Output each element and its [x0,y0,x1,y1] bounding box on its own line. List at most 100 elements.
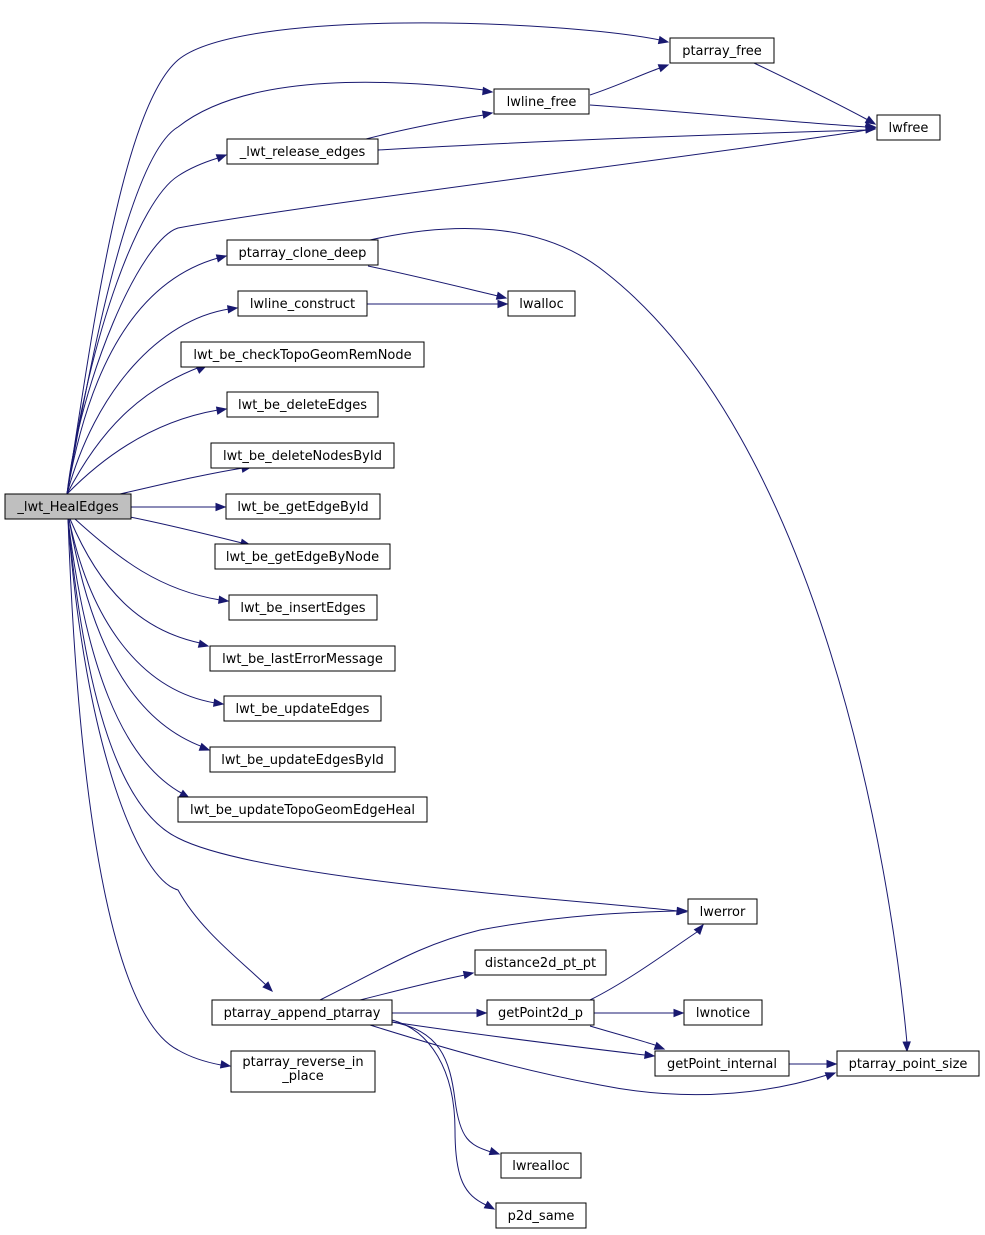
node-label: _place [281,1069,323,1084]
node-lastError[interactable]: lwt_be_lastErrorMessage [209,645,396,672]
arrowhead-icon [218,595,230,604]
node-box [669,37,775,64]
arrowhead-icon [497,299,509,309]
call-edge-heal-to-ptarray_free [66,22,670,495]
node-getEdgeByNode[interactable]: lwt_be_getEdgeByNode [214,543,391,570]
node-lwalloc[interactable]: lwalloc [507,290,576,317]
node-lwline-construct[interactable]: lwline_construct [237,290,368,317]
edge-line [66,22,661,495]
node-lwerror[interactable]: lwerror [687,898,758,925]
arrowhead-icon [673,1008,685,1018]
edge-line [589,1025,659,1047]
arrowhead-icon [482,86,494,96]
arrowhead-icon [481,110,494,119]
node-box [210,442,395,469]
node-label: ptarray_append_ptarray [224,1006,381,1021]
node-box [228,594,378,621]
edge-line [66,409,219,495]
node-label: p2d_same [508,1209,575,1224]
node-deleteEdges[interactable]: lwt_be_deleteEdges [226,391,379,418]
call-edge-heal-to-release_edges [66,154,228,495]
arrowhead-icon [215,154,228,163]
edge-line [66,308,230,495]
edge-line [67,518,184,795]
call-edge-heal-to-insertEdges [74,518,230,604]
node-label: lwrealloc [512,1159,570,1174]
call-edge-heal-to-lwline_construct [66,305,239,495]
edge-line [391,1019,487,1206]
node-distance2d[interactable]: distance2d_pt_pt [474,949,607,976]
node-box [495,1202,587,1229]
call-edge-heal-to-append [67,518,273,992]
node-getPoint2d-p[interactable]: getPoint2d_p [486,999,595,1026]
node-label: _lwt_release_edges [239,145,366,160]
node-label: ptarray_point_size [849,1057,968,1072]
edge-line [66,366,201,495]
node-box [687,898,758,925]
call-edge-append-to-distance2d [359,970,475,1001]
node-box [836,1050,980,1077]
node-checkTopo[interactable]: lwt_be_checkTopoGeomRemNode [180,341,425,368]
node-updateEdgesById[interactable]: lwt_be_updateEdgesById [209,746,396,773]
node-release-edges[interactable]: _lwt_release_edges [226,138,379,165]
arrowhead-icon [198,742,211,751]
node-ptarray-free[interactable]: ptarray_free [669,37,775,64]
node-clone-deep[interactable]: ptarray_clone_deep [226,239,379,266]
arrowhead-icon [644,1050,656,1060]
arrowhead-icon [488,1147,501,1156]
node-updateTopo[interactable]: lwt_be_updateTopoGeomEdgeHeal [177,796,428,823]
node-lwfree[interactable]: lwfree [876,114,941,141]
edge-line [369,1024,828,1096]
node-label: lwt_be_updateEdges [236,702,370,717]
arrowhead-icon [219,1060,232,1069]
node-label: getPoint_internal [667,1057,777,1072]
node-insertEdges[interactable]: lwt_be_insertEdges [228,594,378,621]
arrowhead-icon [215,254,228,263]
node-append[interactable]: ptarray_append_ptarray [211,999,393,1026]
node-reverse[interactable]: ptarray_reverse_in_place [230,1050,376,1093]
node-box [876,114,941,141]
node-deleteNodes[interactable]: lwt_be_deleteNodesById [210,442,395,469]
call-edge-clone_deep-to-lwalloc [367,265,508,300]
node-label: lwt_be_deleteEdges [238,398,367,413]
node-label: lwnotice [696,1006,750,1021]
node-label: lwt_be_deleteNodesById [223,449,382,464]
node-label: lwt_be_lastErrorMessage [222,652,383,667]
edge-line [67,518,267,986]
node-label: ptarray_clone_deep [239,246,367,261]
call-edge-clone_deep-to-point_size [369,228,911,1053]
call-edge-release_edges-to-lwline_free [365,110,494,140]
node-box [225,493,381,520]
node-label: lwt_be_updateTopoGeomEdgeHeal [190,803,415,818]
arrowhead-icon [653,1041,666,1050]
node-point-size[interactable]: ptarray_point_size [836,1050,980,1077]
call-edge-heal-to-lwline_free [66,81,494,495]
node-updateEdges[interactable]: lwt_be_updateEdges [223,695,382,722]
arrowhead-icon [902,1041,911,1053]
node-box [180,341,425,368]
arrowhead-icon [476,1008,488,1018]
edge-line [589,931,698,1001]
node-box [214,543,391,570]
node-label: _lwt_HealEdges [16,500,118,515]
node-label: lwline_free [507,95,577,110]
arrowhead-icon [262,981,273,992]
edge-line [68,518,216,704]
node-lwline-free[interactable]: lwline_free [493,88,590,115]
node-getPoint-internal[interactable]: getPoint_internal [654,1050,790,1077]
call-edge-heal-to-updateEdges [68,518,225,707]
call-edge-getPoint_internal-to-point_size [789,1059,838,1069]
node-heal[interactable]: _lwt_HealEdges [4,493,132,520]
node-lwnotice[interactable]: lwnotice [683,999,763,1026]
node-getEdgeById[interactable]: lwt_be_getEdgeById [225,493,381,520]
node-box [211,999,393,1026]
edge-line [68,518,204,748]
node-lwrealloc[interactable]: lwrealloc [500,1152,582,1179]
arrowhead-icon [693,923,704,935]
edge-line [129,516,243,544]
call-edge-release_edges-to-lwfree [377,125,877,151]
node-box [683,999,763,1026]
node-p2d-same[interactable]: p2d_same [495,1202,587,1229]
arrowhead-icon [826,1059,838,1069]
